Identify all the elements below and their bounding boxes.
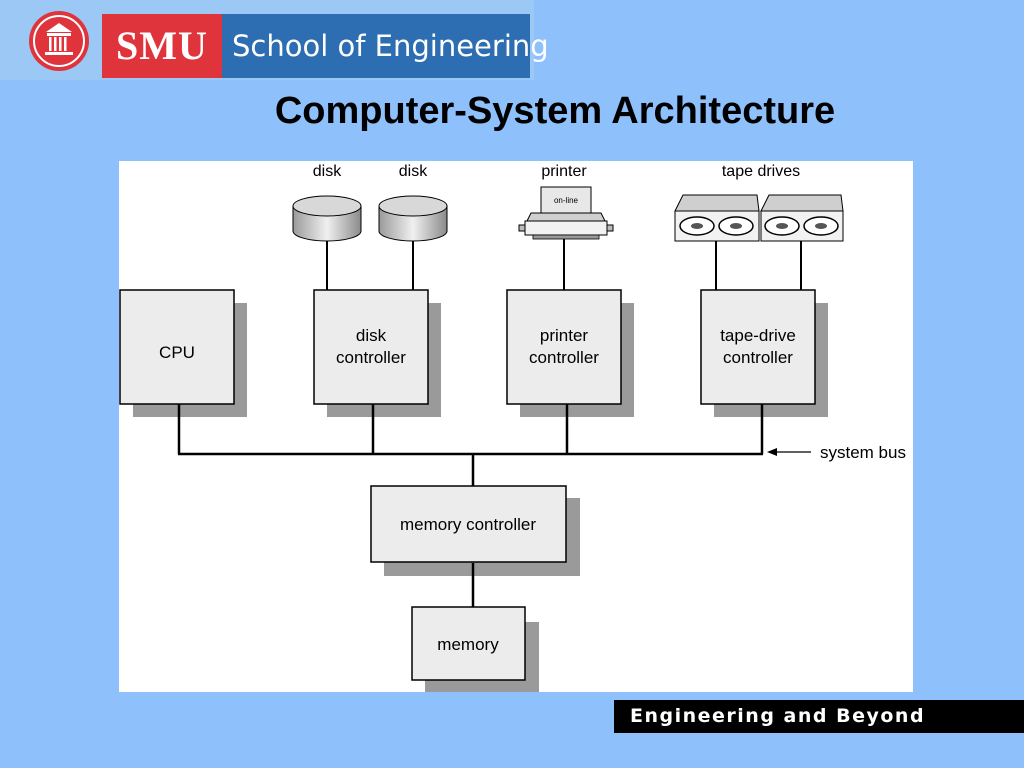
memory-controller-label: memory controller [400, 515, 536, 534]
printer-status: on-line [554, 196, 579, 205]
tape-drive-icon [760, 194, 844, 242]
memory-box: memory [411, 606, 526, 681]
disk-icon [292, 195, 362, 242]
printer-label: printer [541, 163, 587, 180]
brand-name: SMU [102, 14, 222, 78]
tape-drive-icon [674, 194, 760, 242]
slide-title: Computer-System Architecture [274, 90, 836, 132]
tape-drive-controller-label-line2: controller [723, 348, 793, 367]
disk-label-2: disk [399, 163, 428, 180]
device-links [326, 239, 802, 290]
diagram-canvas: disk disk printer tape drives on-line [119, 163, 906, 692]
tape-drives-label: tape drives [722, 163, 800, 180]
system-bus [177, 404, 764, 607]
school-name: School of Engineering [222, 14, 549, 78]
logo-banner: SMU School of Engineering [0, 0, 549, 80]
printer-controller-label-line1: printer [540, 326, 589, 345]
tape-drive-controller-box: tape-drive controller [700, 289, 816, 405]
cpu-box: CPU [119, 289, 235, 405]
smu-seal-icon [29, 11, 89, 71]
tape-drive-controller-label-line1: tape-drive [720, 326, 796, 345]
memory-controller-box: memory controller [370, 485, 567, 563]
printer-controller-label-line2: controller [529, 348, 599, 367]
cpu-label: CPU [159, 343, 195, 362]
disk-label-1: disk [313, 163, 342, 180]
memory-label: memory [437, 635, 499, 654]
printer-icon: on-line [518, 186, 614, 240]
printer-controller-box: printer controller [506, 289, 622, 405]
architecture-diagram: disk disk printer tape drives on-line [119, 161, 913, 692]
disk-controller-label-line1: disk [356, 326, 387, 345]
system-bus-pointer [767, 448, 811, 456]
disk-controller-box: disk controller [313, 289, 429, 405]
system-bus-label: system bus [820, 443, 906, 462]
disk-controller-label-line2: controller [336, 348, 406, 367]
footer-tagline: Engineering and Beyond [614, 700, 1024, 733]
disk-icon [378, 195, 448, 242]
